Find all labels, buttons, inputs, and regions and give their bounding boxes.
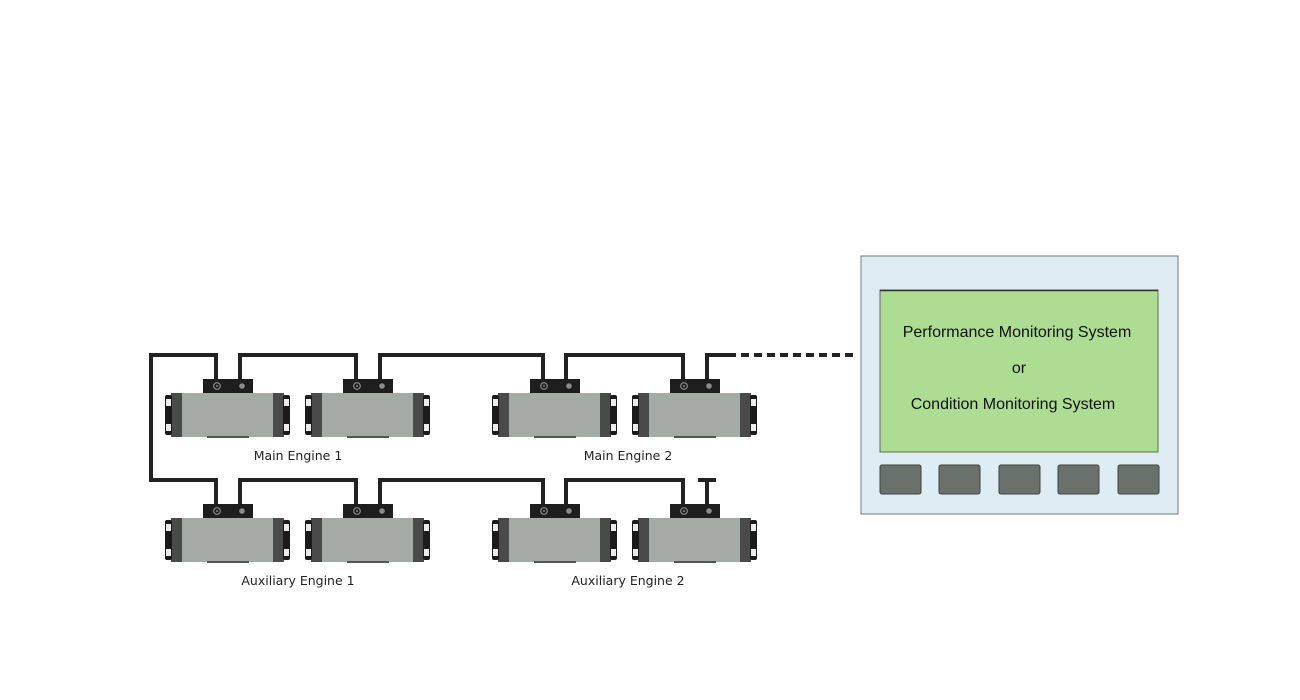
main-engine-2-sensor [491, 378, 618, 439]
panel-button-4[interactable] [1057, 464, 1100, 495]
main-engine-2-label: Main Engine 2 [584, 448, 673, 463]
main-engine-2-sensor [631, 378, 758, 439]
main-engine-1-label: Main Engine 1 [254, 448, 343, 463]
aux-engine-2-sensor [491, 503, 618, 564]
main-engine-bus-cable [238, 353, 358, 380]
engine-sensors [164, 378, 758, 564]
main-engine-1-sensor [164, 378, 291, 439]
aux-engine-bus-cable [564, 478, 685, 505]
sensor-bus-cables [149, 353, 853, 505]
main-engine-1-sensor [304, 378, 431, 439]
panel-button-5[interactable] [1117, 464, 1160, 495]
monitor-screen [879, 289, 1159, 453]
aux-engine-1-sensor [164, 503, 291, 564]
aux-engine-1-sensor [304, 503, 431, 564]
monitoring-panel: Performance Monitoring System or Conditi… [860, 255, 1179, 515]
main-engine-bus-cable [564, 353, 685, 380]
main-engine-bus-cable [378, 353, 545, 380]
screen-line-or: or [1012, 360, 1027, 377]
screen-line-condition: Condition Monitoring System [911, 396, 1116, 413]
main-engine-bus-cable [149, 353, 218, 505]
panel-buttons [879, 464, 1160, 495]
auxiliary-engine-2-label: Auxiliary Engine 2 [571, 573, 684, 588]
panel-button-2[interactable] [938, 464, 981, 495]
auxiliary-engine-1-label: Auxiliary Engine 1 [241, 573, 354, 588]
aux-engine-bus-cable [378, 478, 545, 505]
aux-engine-2-sensor [631, 503, 758, 564]
aux-engine-bus-cable [238, 478, 358, 505]
main-engine-bus-cable [705, 353, 728, 380]
panel-button-3[interactable] [998, 464, 1041, 495]
screen-line-performance: Performance Monitoring System [903, 324, 1132, 341]
panel-button-1[interactable] [879, 464, 922, 495]
